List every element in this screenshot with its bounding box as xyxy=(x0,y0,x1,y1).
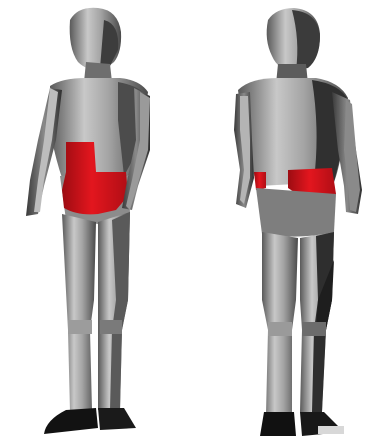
back-left-shoe xyxy=(260,412,296,436)
front-left-shoe xyxy=(44,408,98,434)
back-figure xyxy=(234,8,362,436)
back-highlight-lower-back xyxy=(254,172,266,190)
back-pelvis xyxy=(256,188,336,237)
front-right-shoe xyxy=(98,408,136,430)
front-figure xyxy=(26,8,150,434)
front-left-leg xyxy=(62,214,96,412)
